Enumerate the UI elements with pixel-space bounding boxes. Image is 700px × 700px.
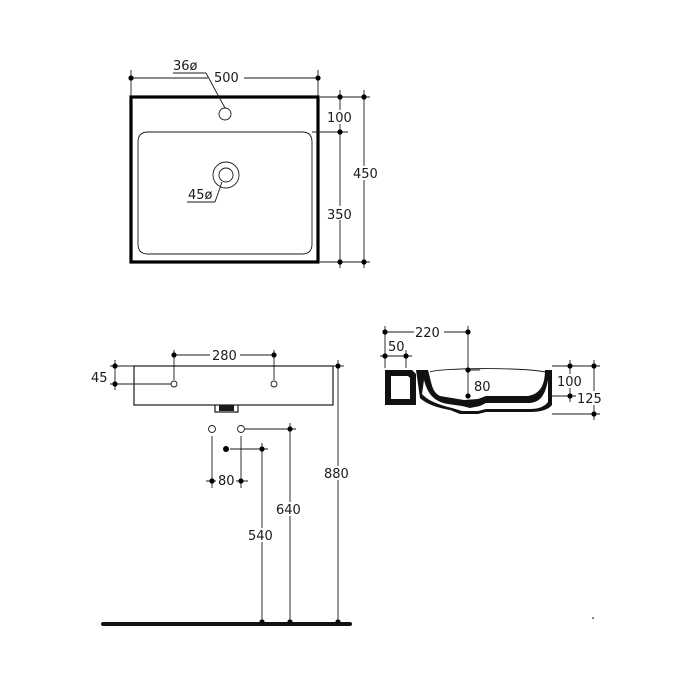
- top-view: 500 36ø 45ø 100 350 450: [128, 59, 378, 268]
- fixing-distance-label: 280: [212, 349, 237, 364]
- bowl-dim-label: 350: [327, 208, 352, 223]
- inner-depth-label: 80: [474, 380, 491, 395]
- fixing-height-label: 45: [91, 371, 108, 386]
- fixing-hole-right: [270, 380, 278, 388]
- drain-dim-label: 45ø: [188, 188, 213, 203]
- depth-dim-label: 450: [353, 167, 378, 182]
- tap-hole: [218, 107, 232, 121]
- waste-outlet: [214, 405, 239, 413]
- supply-right: [237, 425, 245, 433]
- fixing-hole-left: [170, 380, 178, 388]
- bowl-depth-label: 100: [557, 375, 582, 390]
- wall-offset-label: 50: [388, 340, 405, 355]
- rim-dim-label: 100: [327, 111, 352, 126]
- supply-height-label: 540: [248, 529, 273, 544]
- footnote-mark: .: [591, 608, 595, 623]
- basin-front: [133, 365, 334, 406]
- total-height-label: 125: [577, 392, 602, 407]
- side-view: 220 50 80 100 125: [380, 325, 604, 420]
- drain-inner: [218, 167, 234, 183]
- basin-outline: [129, 95, 320, 264]
- supply-left: [208, 425, 216, 433]
- tap-hole-dim-label: 36ø: [173, 59, 198, 74]
- width-dim-label: 500: [214, 71, 239, 86]
- front-view: 280 45 80 540 640: [91, 348, 352, 626]
- bowl-inner: [137, 131, 313, 255]
- waste-height-label: 640: [276, 503, 301, 518]
- waste-center: [223, 446, 229, 452]
- rim-height-label: 880: [324, 467, 349, 482]
- projection-dim-label: 220: [415, 326, 440, 341]
- supply-spacing-label: 80: [218, 474, 235, 489]
- drain-outer: [212, 161, 240, 189]
